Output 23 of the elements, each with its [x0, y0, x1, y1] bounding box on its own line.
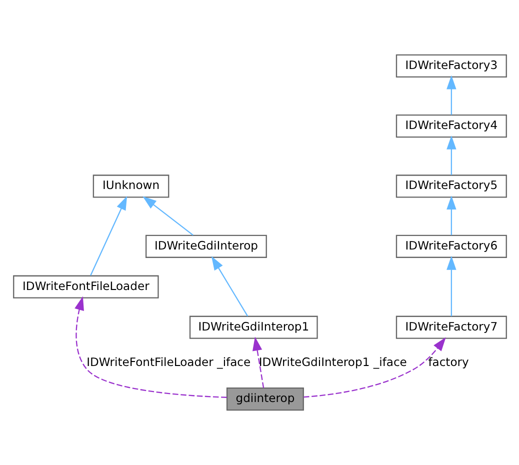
- node-box: IDWriteFactory6: [395, 234, 506, 258]
- arrow: [446, 256, 456, 316]
- arrow: [142, 196, 193, 236]
- node-box: gdiinterop: [226, 388, 304, 411]
- arrow: [74, 296, 226, 398]
- node-box: IDWriteGdiInterop: [144, 234, 266, 258]
- arrow: [446, 135, 456, 175]
- node-box: IDWriteFactory4: [395, 114, 506, 138]
- node-box: IDWriteFactory3: [395, 54, 506, 78]
- arrow: [210, 256, 248, 317]
- arrow: [446, 75, 456, 115]
- arrow: [446, 196, 456, 236]
- node-box: IDWriteFactory5: [395, 174, 506, 198]
- edge-label: IDWriteGdiInterop1 _iface: [258, 355, 406, 370]
- edge-label: factory: [428, 355, 468, 370]
- edge-label: IDWriteFontFileLoader _iface: [86, 355, 250, 370]
- node-box: IDWriteFontFileLoader: [12, 275, 158, 298]
- arrow: [252, 336, 264, 388]
- node-box: IDWriteGdiInterop1: [188, 316, 318, 339]
- node-box: IDWriteFactory7: [395, 316, 506, 339]
- node-box: IUnknown: [92, 174, 169, 198]
- arrow: [303, 337, 446, 398]
- arrow: [90, 196, 127, 276]
